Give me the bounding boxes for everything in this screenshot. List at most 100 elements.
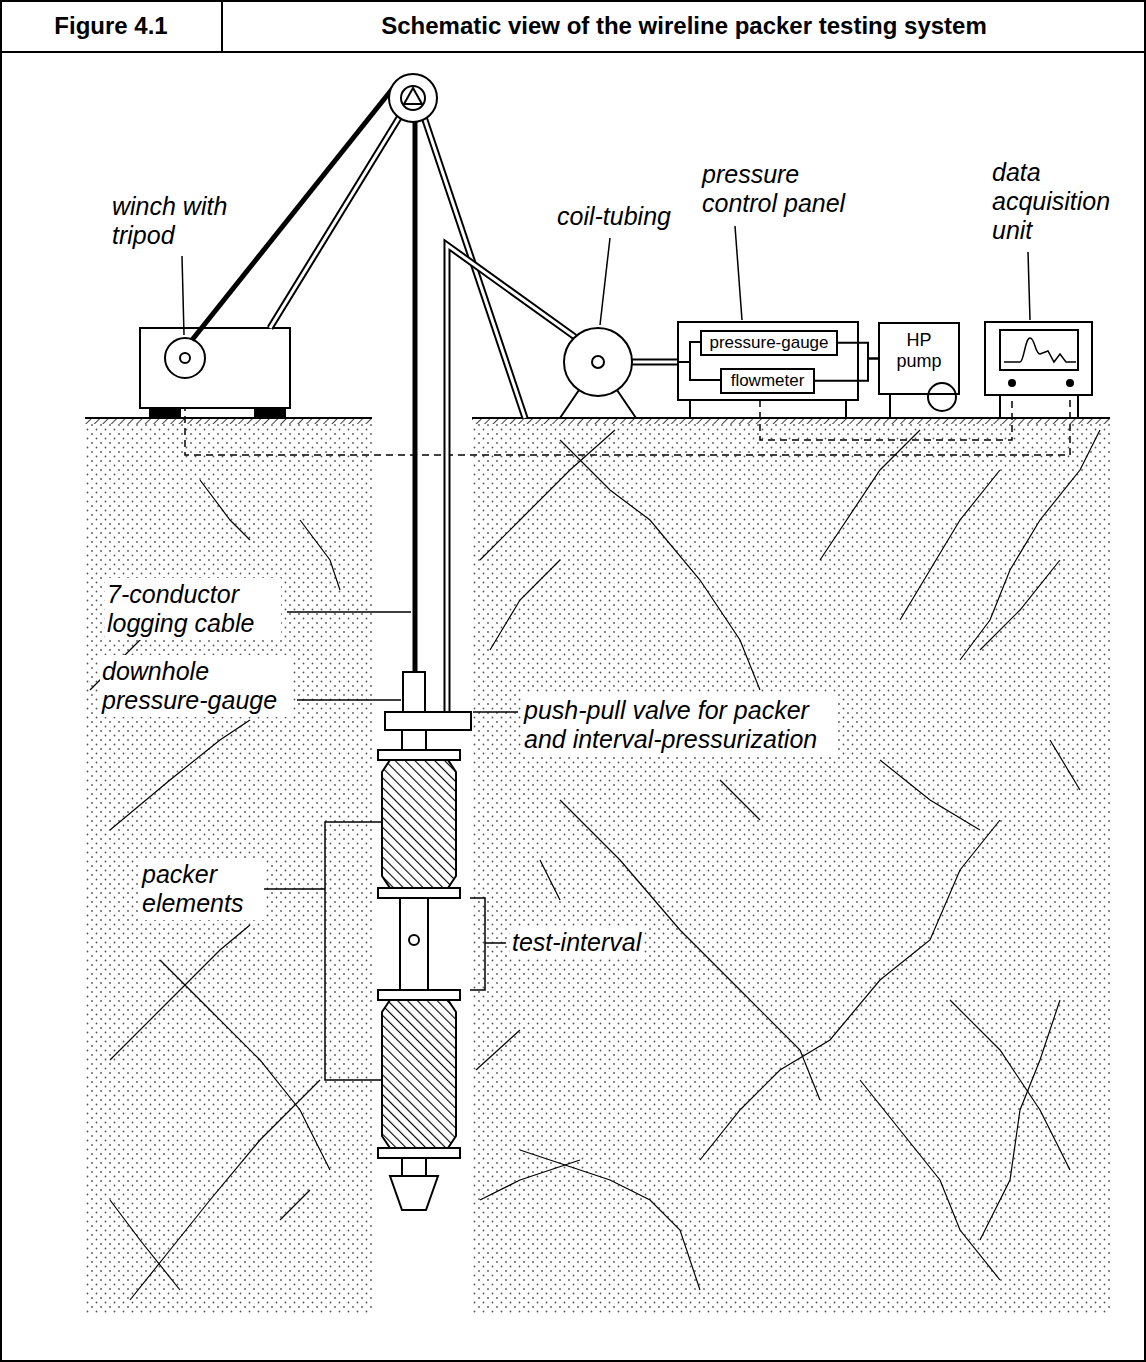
ground-surface xyxy=(85,418,372,424)
fracture-line xyxy=(960,430,1100,660)
control-panel xyxy=(689,400,691,418)
winch xyxy=(140,328,290,418)
control-panel xyxy=(690,362,720,380)
signal-cable xyxy=(185,380,1070,455)
leader-line xyxy=(1028,252,1030,320)
data-acquisition-box xyxy=(1077,395,1079,418)
signal-cable xyxy=(185,380,1070,455)
winch xyxy=(150,408,180,418)
fracture-line xyxy=(110,720,250,830)
fracture-line xyxy=(820,430,920,560)
packer-tool xyxy=(403,672,425,712)
leader-line xyxy=(297,699,401,701)
part-label: data acquisition unit xyxy=(990,156,1119,246)
data-acquisition-box xyxy=(1004,338,1076,362)
fracture-line xyxy=(280,1190,310,1220)
packer-tool xyxy=(378,1148,460,1158)
part-label: packer elements xyxy=(140,858,264,920)
leader-line xyxy=(182,226,1030,712)
part-label: downhole pressure-gauge xyxy=(100,655,292,717)
winch xyxy=(180,353,190,363)
pump-box: HP pump xyxy=(878,322,960,395)
winch xyxy=(165,338,205,378)
data-acquisition-box xyxy=(1000,330,1078,370)
winch xyxy=(140,328,290,408)
pulley xyxy=(389,74,437,122)
fracture-line xyxy=(540,860,560,900)
coil-reel xyxy=(560,328,636,418)
fracture-line xyxy=(880,760,980,830)
fracture-line xyxy=(480,430,615,560)
box-text: pressure-gauge xyxy=(709,333,828,353)
control-panel xyxy=(678,322,858,400)
leader-line xyxy=(287,611,411,613)
fracture-line xyxy=(720,780,760,820)
fracture-line xyxy=(520,1150,700,1290)
ground-surface xyxy=(472,417,1110,419)
rock-mass xyxy=(85,424,1110,1315)
leader-line xyxy=(600,238,610,325)
instrument-box: pressure-gauge xyxy=(700,330,838,356)
fracture-line xyxy=(900,470,1000,620)
packer-tool xyxy=(402,730,426,750)
fracture-line xyxy=(860,1080,1000,1280)
bracket xyxy=(485,942,506,944)
fracture-lines xyxy=(90,430,1100,1300)
fracture-line xyxy=(490,560,560,650)
rock-mass xyxy=(472,424,1110,1315)
fracture-line xyxy=(980,1000,1060,1240)
packer-tool xyxy=(378,750,460,760)
fracture-line xyxy=(200,480,250,540)
fracture-line xyxy=(300,520,340,590)
data-acquisition-box xyxy=(1067,380,1073,386)
leader-line xyxy=(182,256,184,335)
coil-tubing-line xyxy=(447,245,678,712)
fracture-line xyxy=(110,1200,180,1290)
data-acquisition-box xyxy=(999,395,1001,418)
pipe-connector xyxy=(815,359,878,381)
packer-tool xyxy=(378,888,460,898)
part-label: test-interval xyxy=(510,926,643,959)
packer-tool xyxy=(382,1000,456,1148)
ground-surface xyxy=(472,418,1110,424)
pump-frame xyxy=(889,395,891,418)
control-panel xyxy=(678,342,700,362)
fracture-line xyxy=(480,1160,580,1200)
packer-tool xyxy=(390,1176,438,1210)
packer-tool xyxy=(378,672,471,1210)
fracture-line xyxy=(700,820,1000,1160)
figure-frame xyxy=(221,0,223,52)
figure-frame xyxy=(0,51,1146,53)
fracture-line xyxy=(560,440,760,690)
winch xyxy=(255,408,285,418)
fracture-line xyxy=(110,925,250,1060)
packer-tool xyxy=(402,1158,426,1176)
packer-tool xyxy=(382,760,456,888)
bracket xyxy=(252,822,506,1080)
coil-tubing-line xyxy=(632,361,678,364)
packer-tool xyxy=(385,712,471,730)
fracture-line xyxy=(476,1030,520,1070)
pump-frame xyxy=(890,383,956,418)
part-label: 7-conductor logging cable xyxy=(105,578,281,640)
fracture-line xyxy=(130,1080,320,1300)
data-acquisition-box xyxy=(985,322,1092,418)
pump-frame xyxy=(928,383,956,411)
data-acquisition-box xyxy=(1009,380,1015,386)
bracket xyxy=(470,898,485,990)
coil-reel xyxy=(592,356,604,368)
part-label: pressure control panel xyxy=(700,158,859,220)
pulley xyxy=(401,86,425,110)
fracture-line xyxy=(1050,740,1080,790)
bracket xyxy=(325,822,382,1080)
pipe-connector xyxy=(838,343,878,359)
coil-tubing-line xyxy=(447,245,575,712)
packer-tool xyxy=(400,898,428,990)
logging-cable xyxy=(413,98,418,672)
control-panel xyxy=(845,400,847,418)
box-text: HP pump xyxy=(894,330,944,371)
